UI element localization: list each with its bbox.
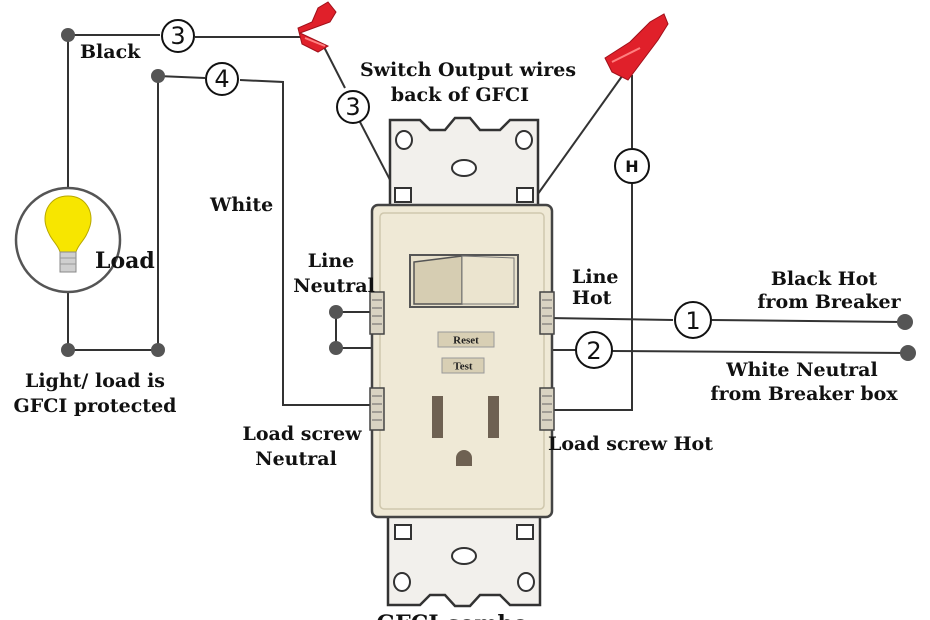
label-white: White: [209, 194, 273, 216]
test-label: Test: [453, 361, 472, 373]
label-load: Load: [95, 248, 155, 274]
label-line-neutral-2: Neutral: [293, 275, 375, 297]
labels: Black White Load Light/ load is GFCI pro…: [14, 41, 902, 620]
label-bottom-caption: GFCI combo: [376, 611, 527, 620]
wire-nut-right: [604, 13, 669, 81]
switch-output-wire-a: [322, 44, 346, 89]
white-neutral-breaker-wire: [611, 350, 909, 354]
white-wire-to-load-neutral: [239, 79, 378, 406]
label-black-hot-2: from Breaker: [757, 291, 901, 313]
marker-3-switch: 3: [336, 90, 370, 124]
line-hot-screw: [539, 291, 555, 335]
svg-text:3: 3: [170, 22, 185, 50]
label-load-screw-neutral-2: Neutral: [255, 448, 337, 470]
node-load-bottom-left: [61, 343, 75, 357]
gfci-device: Reset Test: [369, 116, 555, 608]
node-white-top: [151, 69, 165, 83]
outlet-slot-right: [488, 396, 499, 438]
bulb-base: [59, 251, 77, 273]
outlet-ground-hole: [456, 450, 472, 466]
wire-nut-left: [297, 1, 337, 53]
label-switch-output-2: back of GFCI: [391, 84, 529, 106]
label-black-hot-1: Black Hot: [771, 268, 878, 290]
label-light-load-2: GFCI protected: [14, 395, 177, 417]
svg-text:1: 1: [685, 307, 700, 335]
node-line-neutral-2: [329, 341, 343, 355]
load-bulb: [14, 186, 122, 294]
label-light-load-1: Light/ load is: [25, 370, 165, 392]
test-button[interactable]: Test: [441, 357, 485, 374]
label-black: Black: [80, 41, 141, 63]
node-line-neutral-1: [329, 305, 343, 319]
label-white-neutral-1: White Neutral: [725, 359, 877, 381]
load-return-wire: [67, 290, 158, 351]
label-load-screw-hot: Load screw Hot: [548, 433, 713, 455]
label-load-screw-neutral-1: Load screw: [243, 423, 363, 445]
marker-2: 2: [575, 331, 613, 369]
black-hot-breaker-wire: [711, 319, 906, 323]
marker-4: 4: [205, 62, 239, 96]
label-white-neutral-2: from Breaker box: [710, 383, 898, 405]
label-switch-output-1: Switch Output wires: [360, 59, 576, 81]
connection-nodes: [61, 28, 916, 361]
rocker-switch[interactable]: [409, 254, 519, 308]
reset-label: Reset: [453, 335, 479, 347]
load-hot-screw: [539, 387, 555, 431]
node-black-top: [61, 28, 75, 42]
line-neutral-screw: [369, 291, 385, 335]
outlet-slot-left: [432, 396, 443, 438]
switch-output-wire-c: [529, 71, 626, 206]
node-breaker-neutral: [900, 345, 916, 361]
line-hot-wire: [547, 317, 674, 321]
marker-h: H: [614, 148, 650, 184]
marker-1: 1: [674, 301, 712, 339]
node-breaker-hot: [897, 314, 913, 330]
marker-3-top: 3: [161, 19, 195, 53]
load-neutral-screw: [369, 387, 385, 431]
label-line-neutral-1: Line: [308, 250, 354, 272]
node-load-bottom-right: [151, 343, 165, 357]
svg-text:H: H: [625, 157, 638, 176]
hot-wire-to-load-hot: [550, 184, 633, 411]
label-line-hot-2: Hot: [572, 287, 612, 309]
svg-text:3: 3: [345, 93, 360, 121]
svg-text:4: 4: [214, 65, 229, 93]
reset-button[interactable]: Reset: [437, 331, 495, 348]
svg-text:2: 2: [586, 337, 601, 365]
label-line-hot-1: Line: [572, 266, 618, 288]
white-wire-top: [157, 75, 206, 79]
